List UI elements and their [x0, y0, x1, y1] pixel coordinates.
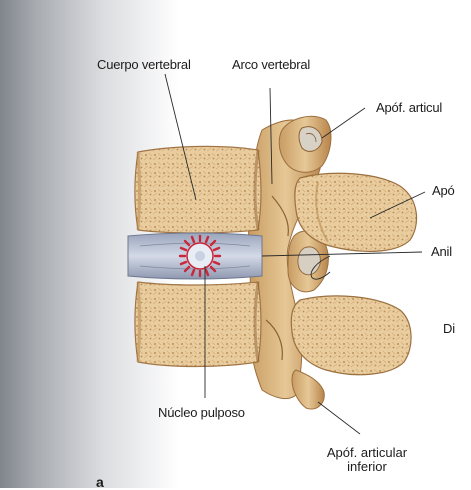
label-vertebral-body: Cuerpo vertebral [97, 57, 191, 72]
label-nucleus-pulposus: Núcleo pulposo [158, 405, 245, 420]
upper-vertebral-body [135, 146, 261, 233]
label-ring-partial: Anil [431, 244, 452, 259]
label-inferior-articular-line1: Apóf. articular [315, 446, 419, 460]
label-vertebral-arch: Arco vertebral [232, 57, 310, 72]
label-inferior-articular-process: Apóf. articular inferior [315, 446, 419, 474]
superior-articular-process [279, 116, 331, 172]
label-process-partial: Apó [432, 183, 455, 198]
nucleus-pulposus [180, 236, 220, 276]
label-inferior-articular-line2: inferior [315, 460, 419, 474]
lower-vertebral-body [135, 282, 261, 367]
label-superior-articular-process: Apóf. articul [376, 100, 442, 115]
label-disc-partial: Di [443, 321, 455, 336]
